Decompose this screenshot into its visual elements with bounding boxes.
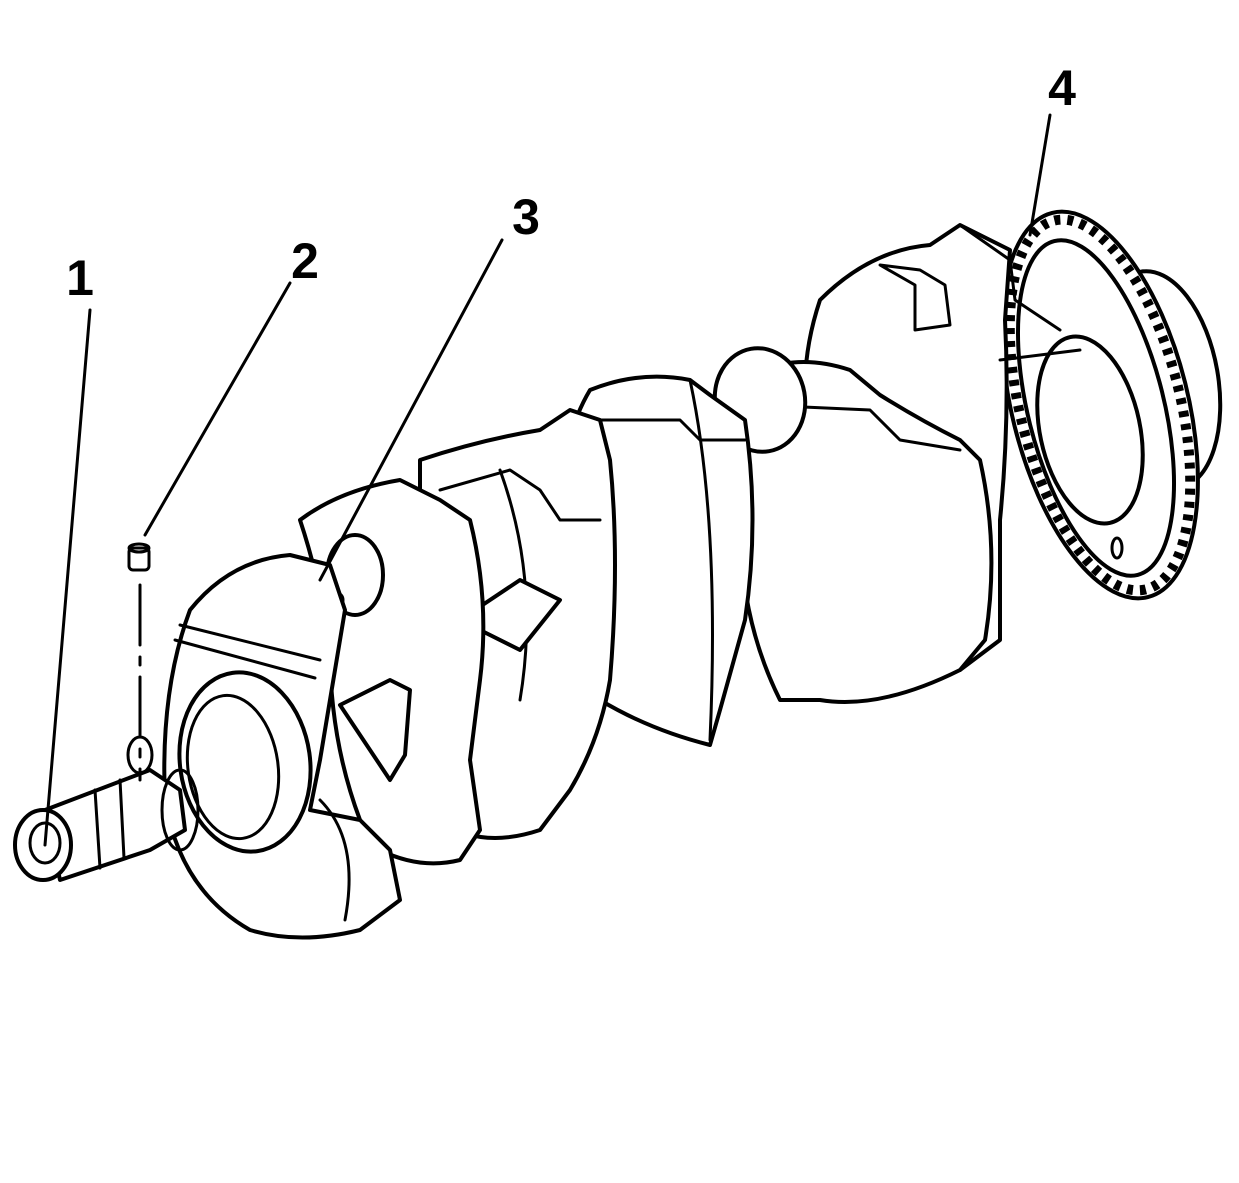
leader-3 bbox=[318, 238, 504, 582]
leader-4 bbox=[1028, 113, 1052, 237]
leader-1 bbox=[43, 308, 92, 847]
crankshaft-snout bbox=[43, 768, 200, 882]
leader-2 bbox=[143, 281, 292, 537]
callout-labels: 1 2 3 4 bbox=[66, 60, 1076, 306]
callout-1: 1 bbox=[66, 250, 94, 306]
rear-main-journal bbox=[1035, 334, 1145, 526]
callout-2: 2 bbox=[291, 233, 319, 289]
reluctor-teeth bbox=[1004, 214, 1196, 596]
callout-3: 3 bbox=[512, 189, 540, 245]
callout-4: 4 bbox=[1048, 60, 1076, 116]
flange-hole bbox=[1110, 536, 1124, 560]
pilot-bushing bbox=[13, 808, 73, 882]
leader-lines bbox=[43, 113, 1052, 847]
crank-throw-4 bbox=[712, 346, 994, 704]
